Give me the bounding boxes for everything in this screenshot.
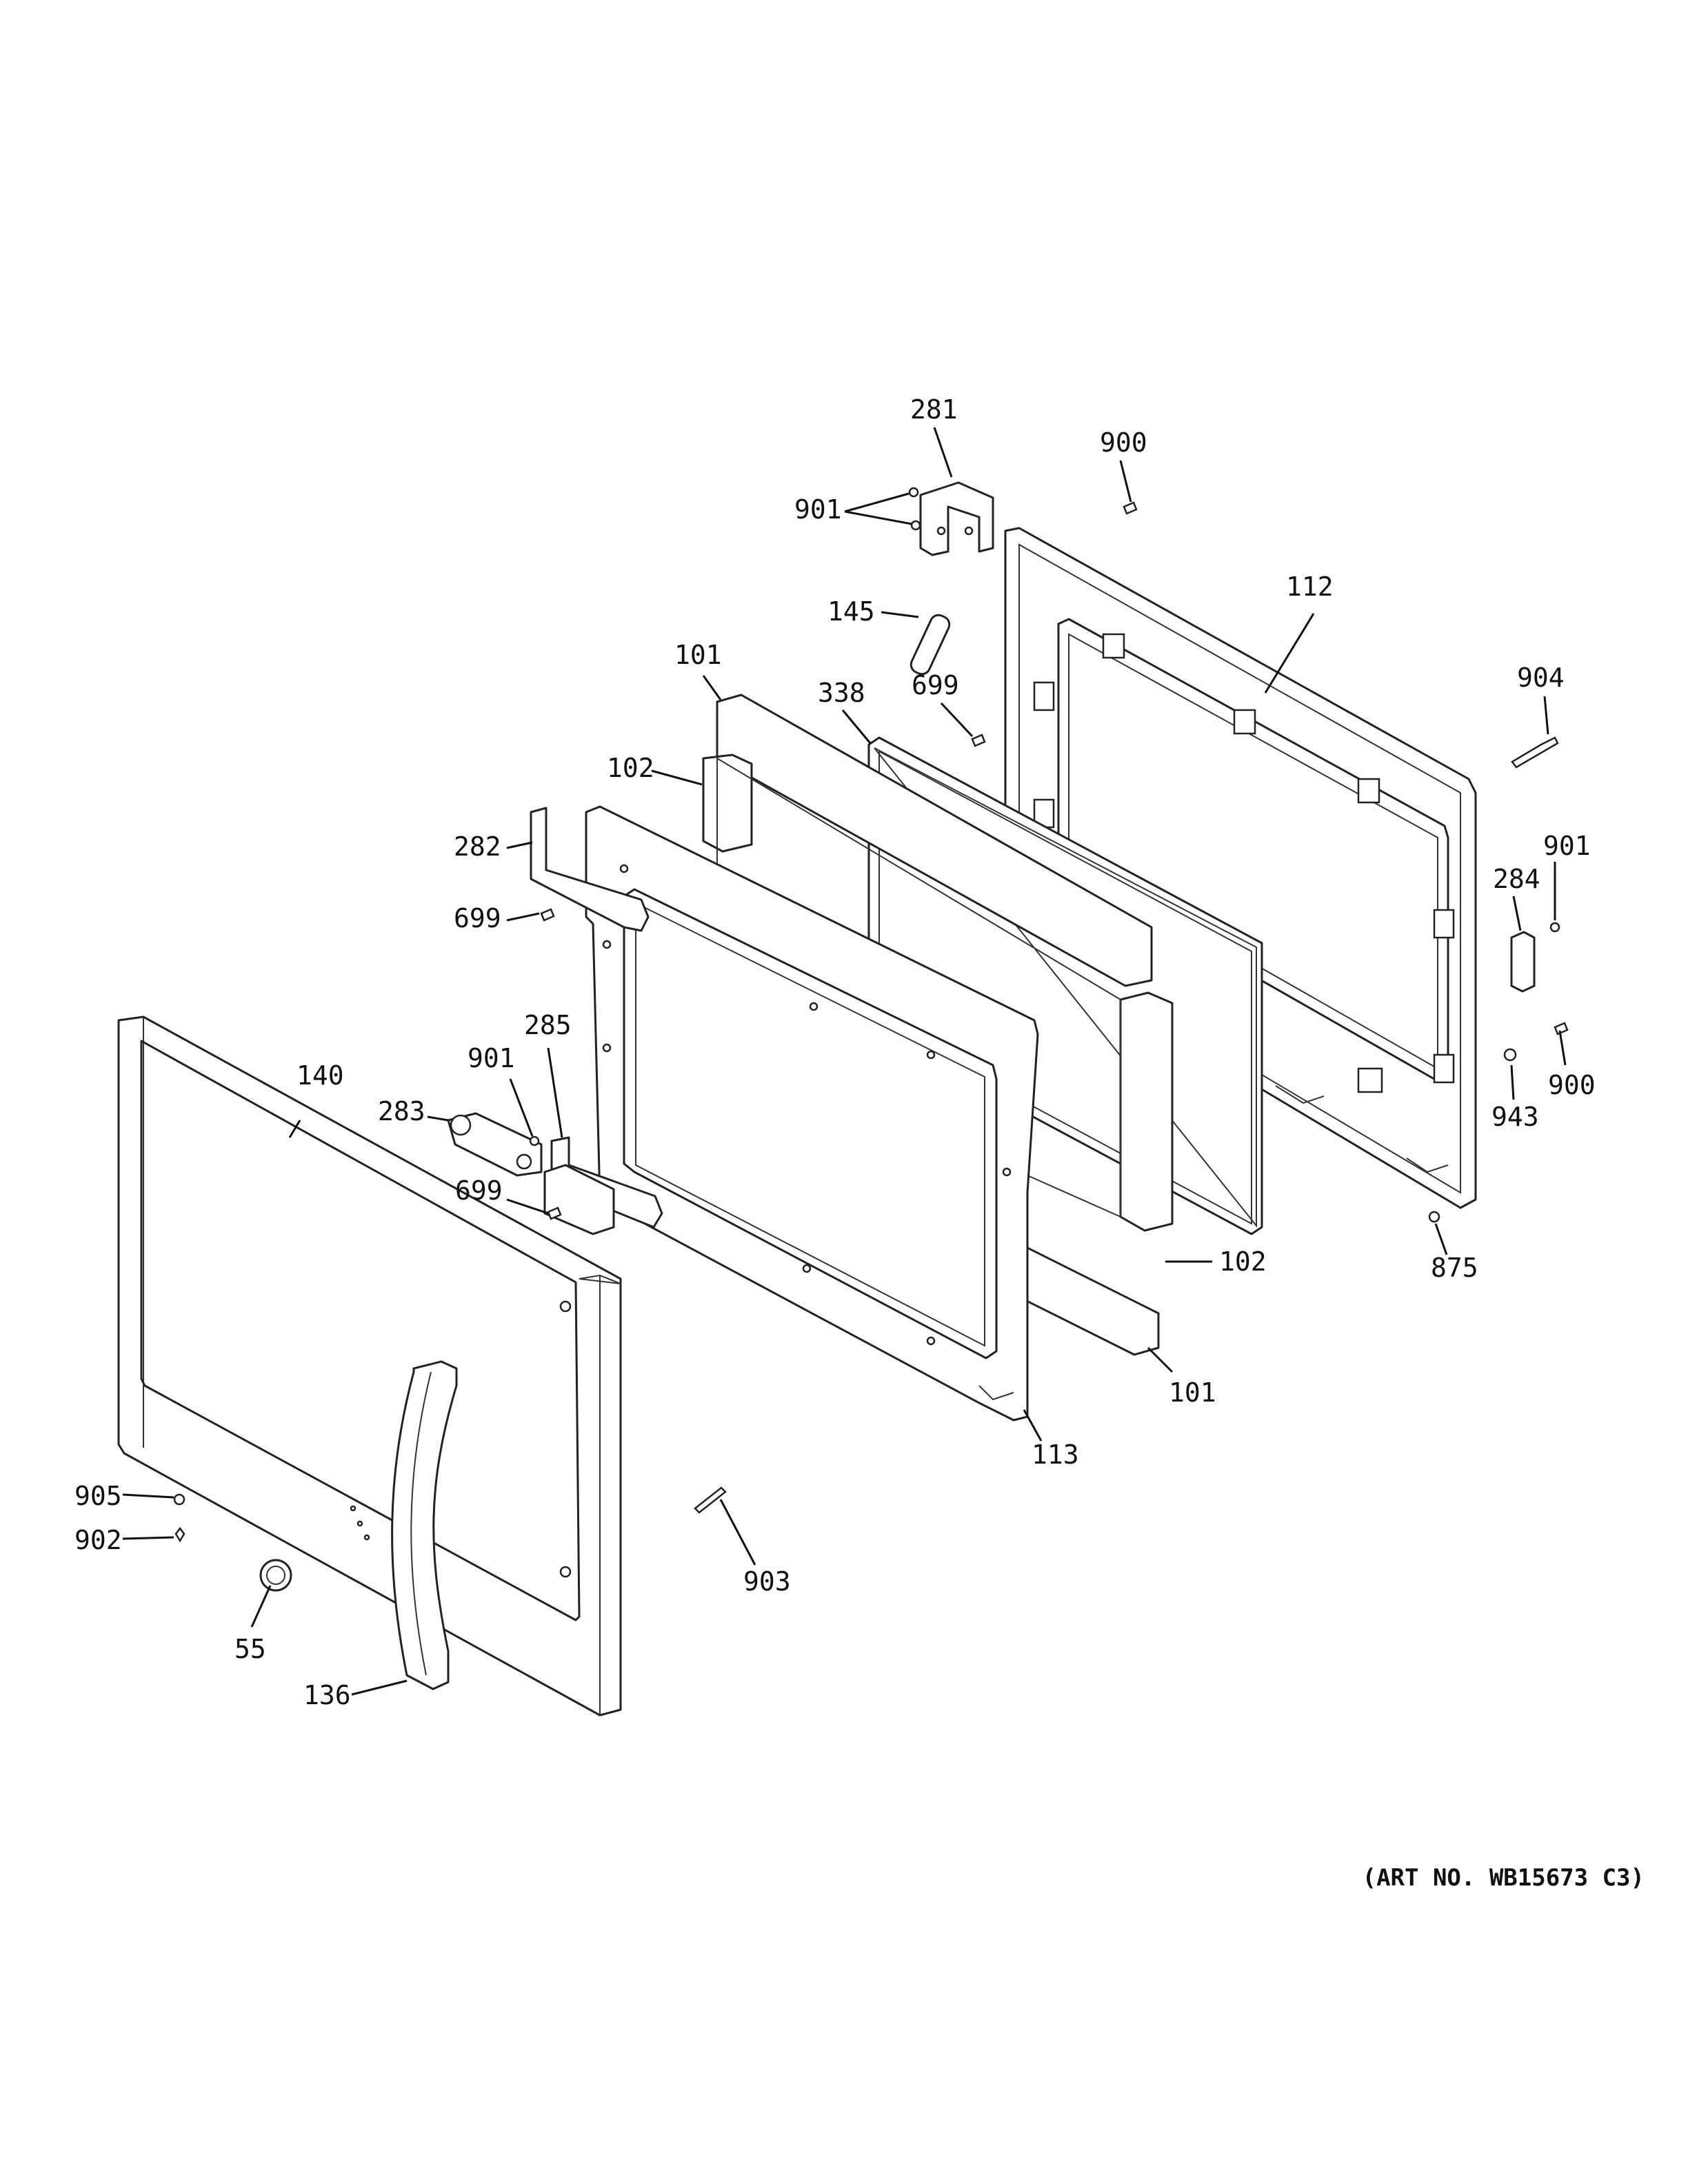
callout-901-left: 901 [468, 1043, 515, 1073]
callout-101-bottom: 101 [1169, 1377, 1216, 1408]
callout-102-bottom: 102 [1219, 1246, 1267, 1277]
callout-102-top: 102 [607, 753, 654, 783]
callout-145: 145 [827, 596, 875, 627]
callout-284: 284 [1493, 864, 1540, 894]
callout-55: 55 [234, 1634, 266, 1664]
part-136-handle [391, 1360, 458, 1690]
callout-699-low: 699 [455, 1175, 503, 1206]
callout-943: 943 [1491, 1102, 1539, 1132]
part-281-bracket [919, 481, 994, 556]
part-284-hinge-receiver [1510, 931, 1536, 993]
callout-113: 113 [1032, 1439, 1079, 1470]
hardware-screws [173, 487, 1569, 1543]
callout-140: 140 [297, 1060, 344, 1091]
callout-101-top: 101 [674, 640, 722, 670]
callout-699-top: 699 [912, 670, 959, 700]
part-285-hinge-bracket [543, 1136, 663, 1235]
art-number: (ART NO. WB15673 C3) [1363, 1864, 1645, 1892]
callout-338: 338 [818, 678, 865, 708]
callout-136: 136 [303, 1680, 351, 1710]
callout-900-top: 900 [1100, 427, 1147, 458]
callout-875: 875 [1431, 1253, 1478, 1283]
part-145-clip [910, 614, 951, 676]
callout-905: 905 [74, 1481, 122, 1511]
part-55-knob [259, 1559, 292, 1592]
callout-901-right: 901 [1543, 831, 1591, 861]
callout-283: 283 [378, 1096, 425, 1126]
callout-281: 281 [910, 394, 958, 425]
leader-lines [122, 427, 1567, 1696]
callout-labels: 281 900 901 145 112 101 338 699 904 102 … [74, 394, 1596, 1710]
part-112-door-liner [1004, 527, 1477, 1209]
callout-699-mid: 699 [454, 903, 501, 933]
callout-285: 285 [524, 1010, 572, 1040]
callout-904: 904 [1517, 663, 1565, 693]
callout-903: 903 [743, 1566, 791, 1597]
callout-901-top: 901 [794, 494, 842, 525]
callout-282: 282 [454, 831, 501, 862]
callout-112: 112 [1286, 572, 1334, 602]
callout-902: 902 [74, 1525, 122, 1555]
part-113-inner-frame [585, 805, 1039, 1422]
part-282-hinge-bracket [530, 807, 650, 932]
part-283-hinge [447, 1112, 543, 1177]
part-140-outer-door [117, 1015, 622, 1717]
callout-900-right: 900 [1548, 1070, 1596, 1100]
